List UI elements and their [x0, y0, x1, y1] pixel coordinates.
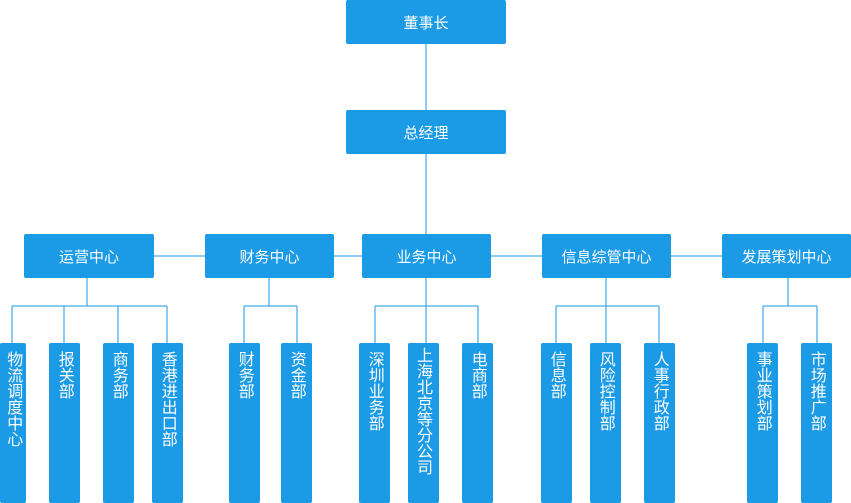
dept-node: 物流调度中心 — [0, 343, 26, 503]
center-node-business: 业务中心 — [362, 234, 491, 278]
dept-label: 深圳业务部 — [365, 351, 385, 431]
center-label: 信息综管中心 — [561, 247, 652, 266]
dept-node: 报关部 — [49, 343, 80, 503]
dept-node: 信息部 — [541, 343, 572, 503]
general-manager-label: 总经理 — [403, 123, 449, 142]
dept-label: 财务部 — [235, 351, 255, 399]
dept-node: 商务部 — [103, 343, 134, 503]
dept-node: 上海北京等分公司 — [408, 343, 439, 503]
center-node-finance: 财务中心 — [205, 234, 334, 278]
dept-label: 资金部 — [287, 351, 307, 399]
dept-node: 财务部 — [229, 343, 260, 503]
general-manager-node: 总经理 — [346, 110, 506, 154]
chairman-label: 董事长 — [403, 13, 449, 32]
center-label: 运营中心 — [58, 247, 119, 266]
center-node-development: 发展策划中心 — [722, 234, 851, 278]
chairman-node: 董事长 — [346, 0, 506, 44]
dept-node: 市场推广部 — [801, 343, 832, 503]
dept-label: 事业策划部 — [753, 351, 773, 431]
dept-label: 电商部 — [468, 351, 488, 399]
dept-label: 商务部 — [109, 351, 129, 399]
dept-label: 报关部 — [55, 351, 75, 399]
dept-label: 上海北京等分公司 — [414, 347, 433, 475]
dept-node: 电商部 — [462, 343, 493, 503]
dept-node: 人事行政部 — [644, 343, 675, 503]
dept-node: 香港进出口部 — [152, 343, 183, 503]
center-label: 业务中心 — [396, 247, 457, 266]
dept-node: 事业策划部 — [747, 343, 778, 503]
center-label: 发展策划中心 — [741, 247, 832, 266]
center-node-info-admin: 信息综管中心 — [542, 234, 671, 278]
dept-label: 信息部 — [547, 351, 567, 399]
dept-label: 风险控制部 — [596, 351, 616, 431]
center-label: 财务中心 — [239, 247, 300, 266]
dept-label: 人事行政部 — [650, 351, 670, 431]
dept-label: 香港进出口部 — [158, 351, 178, 447]
dept-node: 深圳业务部 — [359, 343, 390, 503]
dept-node: 风险控制部 — [590, 343, 621, 503]
dept-label: 市场推广部 — [807, 351, 827, 431]
dept-label: 物流调度中心 — [4, 351, 24, 447]
dept-node: 资金部 — [281, 343, 312, 503]
center-node-operations: 运营中心 — [24, 234, 154, 278]
